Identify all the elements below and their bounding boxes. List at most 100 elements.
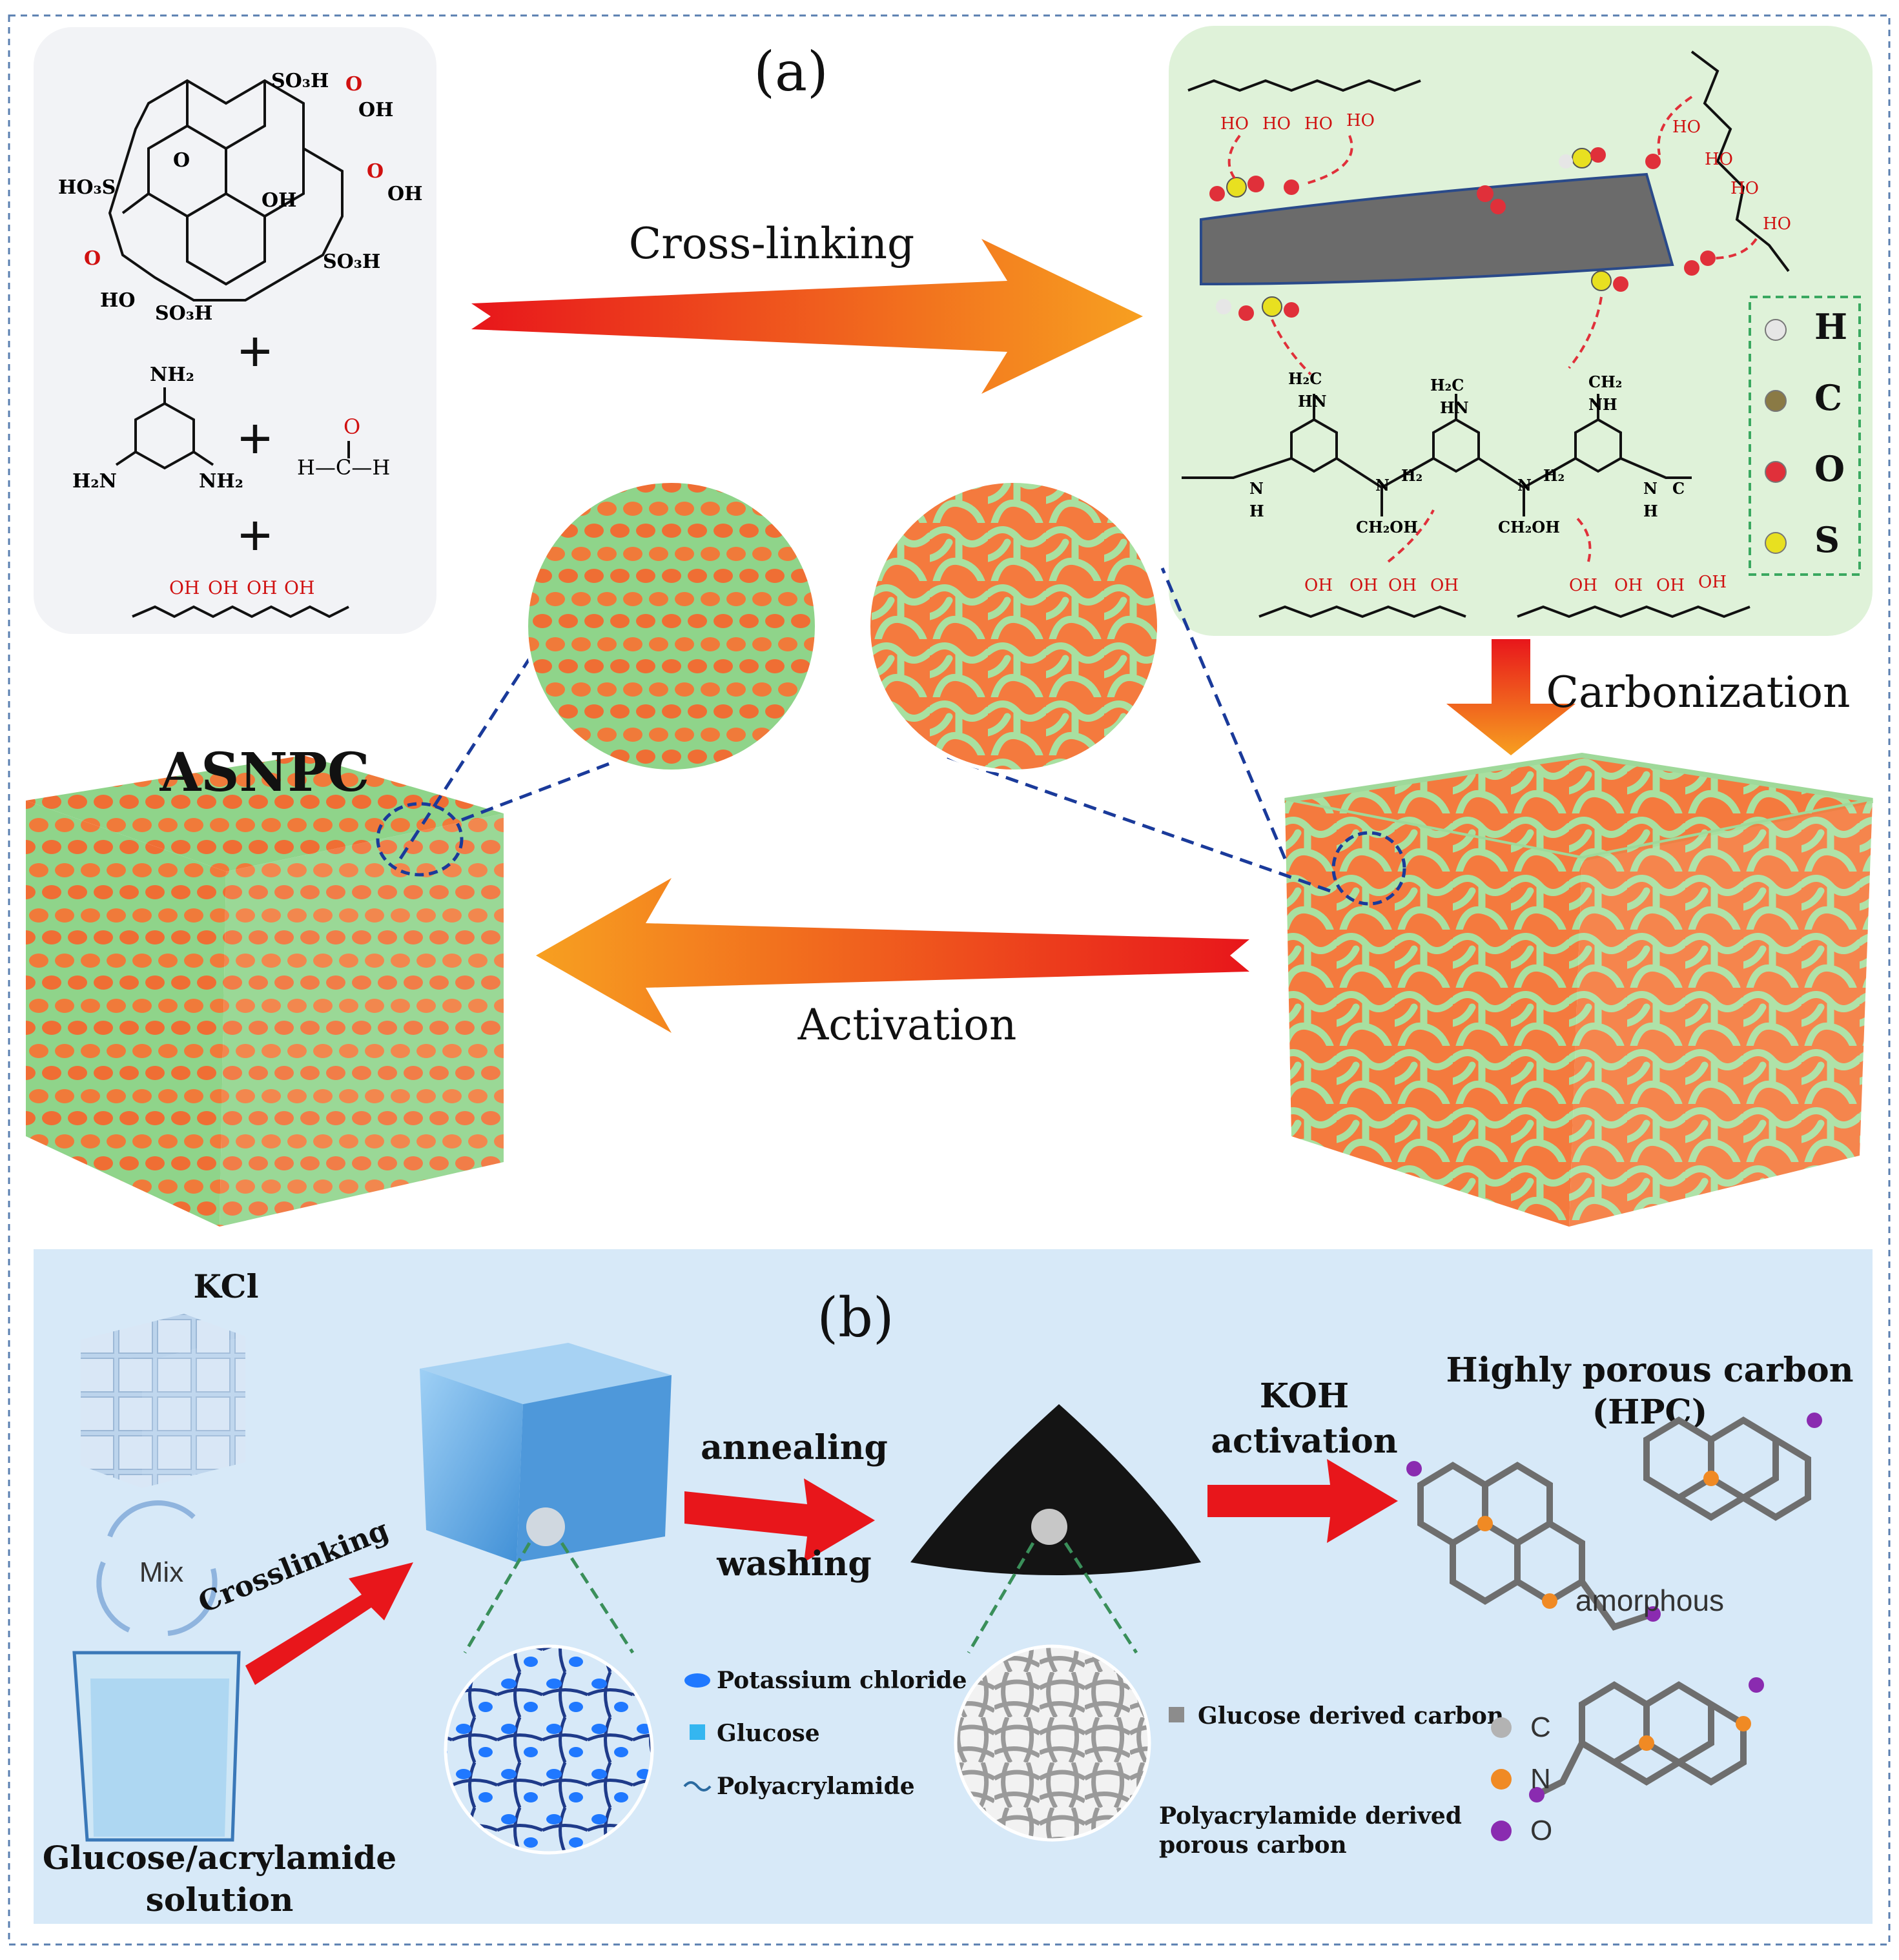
- zoom-spot: [1031, 1509, 1067, 1545]
- mix-label: Mix: [139, 1557, 183, 1588]
- pva-hydroxyl: HO: [1705, 150, 1733, 169]
- legend-swatch: [1491, 1769, 1512, 1790]
- legend-label: Polyacrylamide: [717, 1773, 915, 1800]
- resin-group: CH₂: [1588, 373, 1622, 391]
- step-cross-linking: Cross-linking: [629, 219, 914, 269]
- go-group: HO: [100, 289, 135, 312]
- resin-group: N: [1375, 476, 1390, 495]
- step-activation: Activation: [797, 1000, 1017, 1050]
- pva-hydroxyl: OH: [1698, 573, 1727, 592]
- poly-carbon-label-line1: Polyacrylamide derived: [1159, 1802, 1462, 1830]
- pva-hydroxyl: OH: [208, 577, 238, 598]
- pva-hydroxyl: OH: [1614, 576, 1643, 595]
- resin-group: H₂: [1401, 466, 1422, 485]
- plus-sign: +: [238, 320, 272, 384]
- resin-group: CH₂OH: [1356, 518, 1418, 536]
- panel-a-label: (a): [754, 40, 828, 103]
- legend-label: H: [1814, 306, 1847, 347]
- go-group: OH: [387, 183, 422, 205]
- pva-chain: [1517, 605, 1750, 618]
- plus-sign: +: [238, 407, 272, 471]
- resin-group: HN: [1298, 392, 1327, 411]
- resin-group: H₂: [1543, 466, 1565, 485]
- hydrogen-bonds: [1227, 96, 1758, 563]
- resin-group: NH: [1588, 395, 1617, 414]
- hpc-label-line1: Highly porous carbon: [1446, 1351, 1853, 1390]
- pva-hydroxyl: HO: [1262, 114, 1291, 134]
- go-group: HO₃S: [58, 176, 116, 199]
- plus-sign: +: [238, 504, 272, 568]
- go-group: OH: [358, 99, 393, 121]
- kcl-label: KCl: [194, 1267, 259, 1305]
- step-carbonization: Carbonization: [1546, 668, 1851, 717]
- zoom-circle-asnpc: [524, 479, 819, 773]
- atom-legend-hpc: CNO: [1491, 1711, 1552, 1846]
- legend-label: N: [1530, 1763, 1551, 1795]
- legend-label: Glucose: [717, 1720, 820, 1747]
- legend-swatch: [1491, 1717, 1512, 1738]
- go-group: SO₃H: [155, 302, 212, 325]
- pva-hydroxyl: OH: [247, 577, 277, 598]
- legend-swatch: [1765, 319, 1787, 341]
- graphene-oxide-structure: [108, 79, 344, 301]
- poly-carbon-label-line2: porous carbon: [1159, 1832, 1347, 1859]
- melamine-group: H₂N: [72, 470, 117, 493]
- asnpc-cube: [26, 755, 504, 1227]
- koh-label: KOH: [1260, 1376, 1349, 1416]
- panel-b-background: [34, 1249, 1873, 1924]
- functional-group-spheres: [1209, 147, 1716, 321]
- melamine-group: NH₂: [199, 470, 243, 493]
- annealing-label: annealing: [701, 1428, 888, 1467]
- pva-chain: [1690, 50, 1790, 272]
- legend-label: S: [1814, 519, 1840, 560]
- atom-legend-box: [1749, 296, 1861, 576]
- legend-marker: [683, 1781, 712, 1792]
- legend-label: Potassium chloride: [717, 1667, 967, 1694]
- pva-hydroxyl: HO: [1730, 179, 1759, 198]
- pva-hydroxyl: HO: [1672, 117, 1701, 137]
- legend-label: O: [1530, 1815, 1552, 1846]
- zoom-lines: [463, 1542, 635, 1654]
- reactants-box: [34, 27, 436, 634]
- blue-gel-cube: [420, 1343, 672, 1562]
- carbon-powder-pile: [910, 1404, 1201, 1575]
- legend-marker: [684, 1673, 710, 1688]
- kcl-cube: [81, 1314, 245, 1488]
- graphene-sheet: [1200, 172, 1674, 286]
- pva-hydroxyl: OH: [1430, 576, 1459, 595]
- pva-hydroxyl: OH: [169, 577, 200, 598]
- legend-marker: [1169, 1707, 1184, 1722]
- pva-hydroxyl: HO: [1763, 214, 1791, 234]
- go-group: SO₃H: [323, 250, 380, 273]
- legend-swatch: [1765, 532, 1787, 554]
- zoom-lines: [967, 1542, 1138, 1654]
- product-label-asnpc: ASNPC: [159, 742, 370, 804]
- resin-group: N: [1249, 479, 1264, 498]
- legend-label: C: [1530, 1711, 1551, 1743]
- legend-label: Glucose derived carbon: [1198, 1702, 1504, 1730]
- annealing-arrow: [684, 1478, 875, 1562]
- amorphous-label: amorphous: [1576, 1584, 1724, 1617]
- legend-swatch: [1491, 1821, 1512, 1841]
- melamine-resin-structure: [1182, 394, 1692, 516]
- pva-hydroxyl: OH: [1388, 576, 1417, 595]
- zoom-circle-gel: [444, 1644, 654, 1855]
- figure-frame: [8, 14, 1891, 1946]
- resin-group: HN: [1440, 398, 1469, 417]
- resin-group: H₂C: [1288, 369, 1322, 388]
- resin-group: N: [1643, 479, 1658, 498]
- panel-b-label: (b): [817, 1286, 894, 1349]
- legend-swatch: [1765, 390, 1787, 412]
- zoom-circle-carbon-mesh: [954, 1644, 1151, 1842]
- legend-label: C: [1814, 377, 1842, 418]
- resin-group: H: [1249, 502, 1264, 520]
- carbonization-arrow: [1446, 639, 1576, 755]
- go-group: O: [84, 247, 101, 270]
- pva-hydroxyl: OH: [1350, 576, 1378, 595]
- go-group: O: [173, 149, 190, 172]
- resin-group: C: [1672, 479, 1685, 498]
- pva-hydroxyl: OH: [284, 577, 314, 598]
- go-group: O: [345, 73, 362, 96]
